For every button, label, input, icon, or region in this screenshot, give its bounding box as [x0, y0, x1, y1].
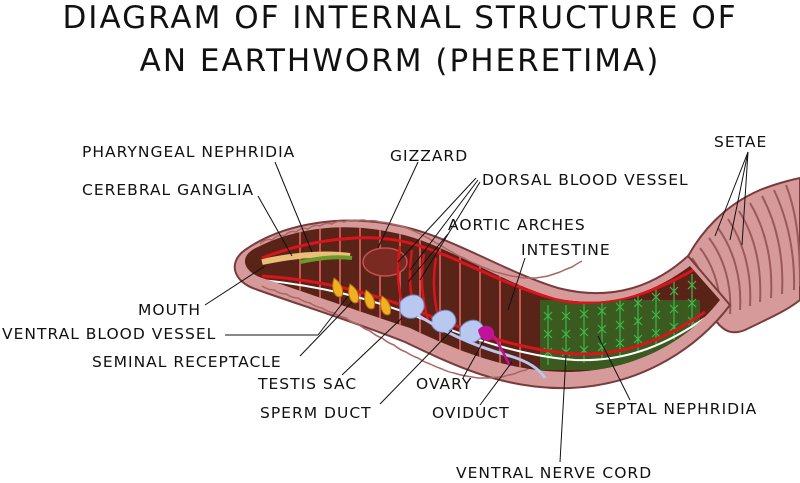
label-ventral-nerve-cord: VENTRAL NERVE CORD	[456, 464, 653, 482]
label-sperm-duct: SPERM DUCT	[260, 404, 372, 422]
label-oviduct: OVIDUCT	[432, 404, 510, 422]
label-setae: SETAE	[714, 133, 768, 151]
pharynx	[261, 251, 351, 265]
septal-nephridia-tufts	[543, 274, 697, 365]
label-ovary: OVARY	[416, 375, 473, 393]
label-dorsal-blood-vessel: DORSAL BLOOD VESSEL	[482, 171, 689, 189]
label-cerebral-ganglia: CEREBRAL GANGLIA	[82, 181, 255, 199]
leader-lines	[204, 151, 749, 463]
label-mouth: MOUTH	[138, 301, 202, 319]
oviduct-tube	[492, 335, 512, 367]
segment-scallops	[259, 219, 583, 379]
dorsal-vessel	[261, 236, 701, 305]
title-line-1: DIAGRAM OF INTERNAL STRUCTURE OF	[62, 0, 738, 36]
label-testis-sac: TESTIS SAC	[258, 375, 358, 393]
label-gizzard: GIZZARD	[390, 147, 469, 165]
gizzard-organ	[362, 247, 408, 277]
label-pharyngeal-nephridia: PHARYNGEAL NEPHRIDIA	[82, 143, 296, 161]
label-seminal-receptacle: SEMINAL RECEPTACLE	[92, 353, 282, 371]
ovary-organ	[478, 325, 495, 341]
title-line-2: AN EARTHWORM (PHERETIMA)	[139, 43, 661, 79]
label-aortic-arches: AORTIC ARCHES	[448, 216, 586, 234]
label-ventral-blood-vessel: VENTRAL BLOOD VESSEL	[2, 325, 217, 343]
label-intestine: INTESTINE	[521, 241, 611, 259]
seminal-receptacles	[332, 277, 391, 316]
label-septal-nephridia: SEPTAL NEPHRIDIA	[595, 400, 758, 418]
